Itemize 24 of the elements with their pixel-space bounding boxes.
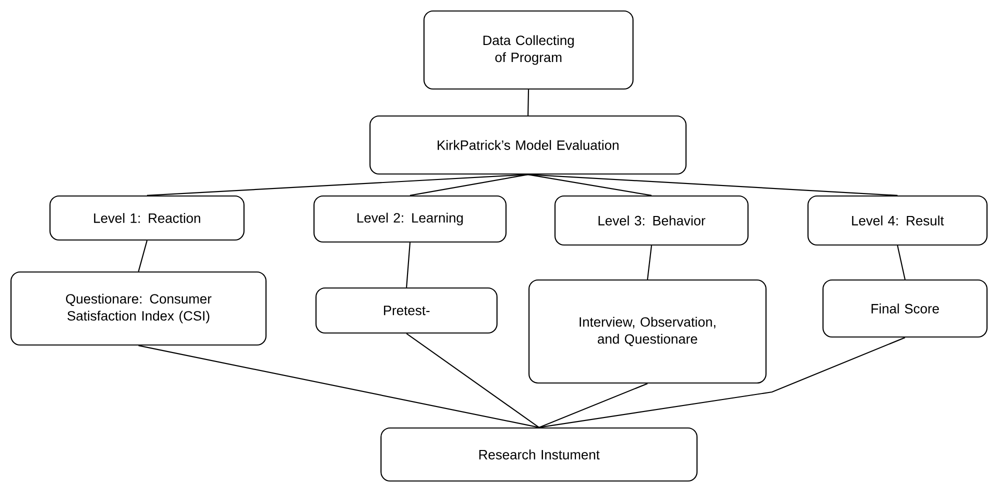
- process-box: Data Collecting of Program: [423, 10, 634, 90]
- connector-line: [406, 242, 411, 288]
- connector-line: [410, 174, 528, 196]
- process-box: Interview, Observation, and Questionare: [528, 279, 767, 384]
- connector-line: [146, 174, 528, 196]
- process-box: Level 2: Learning: [313, 195, 507, 243]
- process-box: Questionare: Consumer Satisfaction Index (CSI): [10, 271, 267, 346]
- connector-line: [528, 174, 652, 196]
- connector-line: [538, 337, 906, 428]
- connector-line: [538, 383, 648, 428]
- connector-line: [527, 90, 530, 116]
- process-box: KirkPatrick’s Model Evaluation: [369, 115, 687, 175]
- connector-line: [646, 246, 652, 280]
- connector-line: [896, 245, 906, 280]
- connector-line: [138, 240, 148, 272]
- connector-line: [406, 333, 540, 428]
- process-box: Level 3: Behavior: [554, 195, 749, 246]
- process-box: Pretest-: [315, 287, 498, 334]
- process-box: Research Instument: [380, 427, 698, 482]
- process-box: Final Score: [822, 279, 988, 338]
- connector-line: [528, 174, 898, 196]
- process-box: Level 1: Reaction: [49, 195, 245, 241]
- connector-line: [138, 345, 540, 428]
- process-box: Level 4: Result: [807, 195, 988, 246]
